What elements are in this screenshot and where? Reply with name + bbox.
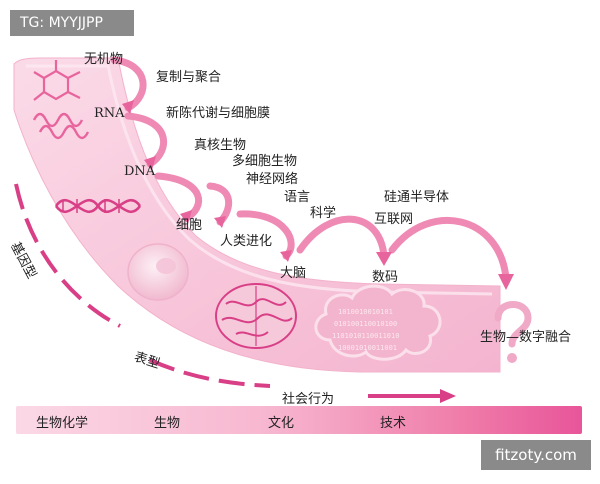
transition-arrows bbox=[110, 56, 510, 282]
genotype-arc bbox=[14, 183, 121, 328]
phenotype-arc bbox=[149, 358, 271, 388]
arrow-dna-cell bbox=[154, 172, 203, 222]
binary-line-3: 1101010110011010 bbox=[332, 332, 399, 340]
arrow-digital-future bbox=[388, 216, 510, 282]
brain-icon bbox=[215, 283, 297, 349]
arrow-rna-dna bbox=[124, 112, 168, 168]
arrow-cell-human bbox=[206, 182, 232, 226]
arrow-brain-digital bbox=[296, 215, 388, 260]
digital-cloud-icon: 1010010010101 010100110010100 1101010110… bbox=[314, 284, 442, 361]
binary-line-4: 10001010011001 bbox=[338, 344, 397, 352]
transition-metabolism: 新陈代谢与细胞膜 bbox=[166, 106, 271, 121]
dna-helix-icon bbox=[54, 198, 142, 214]
stage-bio-digital: 生物—数字融合 bbox=[480, 330, 572, 345]
molecule-icon bbox=[33, 60, 81, 101]
stage-rna: RNA bbox=[94, 106, 125, 121]
watermark-bottom: fitzoty.com bbox=[481, 440, 591, 470]
rna-strand-icon bbox=[32, 112, 90, 140]
timeline-technology: 技术 bbox=[380, 416, 407, 431]
timeline-biology: 生物 bbox=[154, 416, 181, 431]
transition-language: 语言 bbox=[284, 190, 311, 205]
stage-dna: DNA bbox=[124, 164, 156, 179]
arrow-inorganic-rna bbox=[110, 56, 147, 112]
transition-semiconductor: 硅通半导体 bbox=[384, 190, 450, 205]
timeline-culture: 文化 bbox=[268, 416, 295, 431]
label-social-behavior: 社会行为 bbox=[282, 392, 335, 407]
transition-science: 科学 bbox=[310, 206, 337, 221]
stage-inorganic: 无机物 bbox=[84, 52, 124, 67]
transition-internet: 互联网 bbox=[374, 212, 414, 227]
binary-line-1: 1010010010101 bbox=[338, 308, 393, 316]
transition-replication: 复制与聚合 bbox=[156, 70, 222, 85]
stage-cell: 细胞 bbox=[176, 218, 203, 233]
stage-digital: 数码 bbox=[372, 270, 399, 285]
transition-neural-network: 神经网络 bbox=[246, 172, 299, 187]
cell-icon bbox=[127, 243, 189, 301]
stage-brain: 大脑 bbox=[280, 266, 307, 281]
binary-line-2: 010100110010100 bbox=[334, 320, 397, 328]
transition-eukaryote: 真核生物 bbox=[194, 138, 247, 153]
watermark-top: TG: MYYJJPP bbox=[10, 10, 134, 36]
stage-human-evolution: 人类进化 bbox=[220, 234, 273, 249]
timeline-biochemistry: 生物化学 bbox=[36, 416, 89, 431]
question-mark-icon bbox=[494, 301, 532, 363]
transition-multicellular: 多细胞生物 bbox=[232, 154, 298, 169]
timeline-bar bbox=[16, 406, 582, 434]
